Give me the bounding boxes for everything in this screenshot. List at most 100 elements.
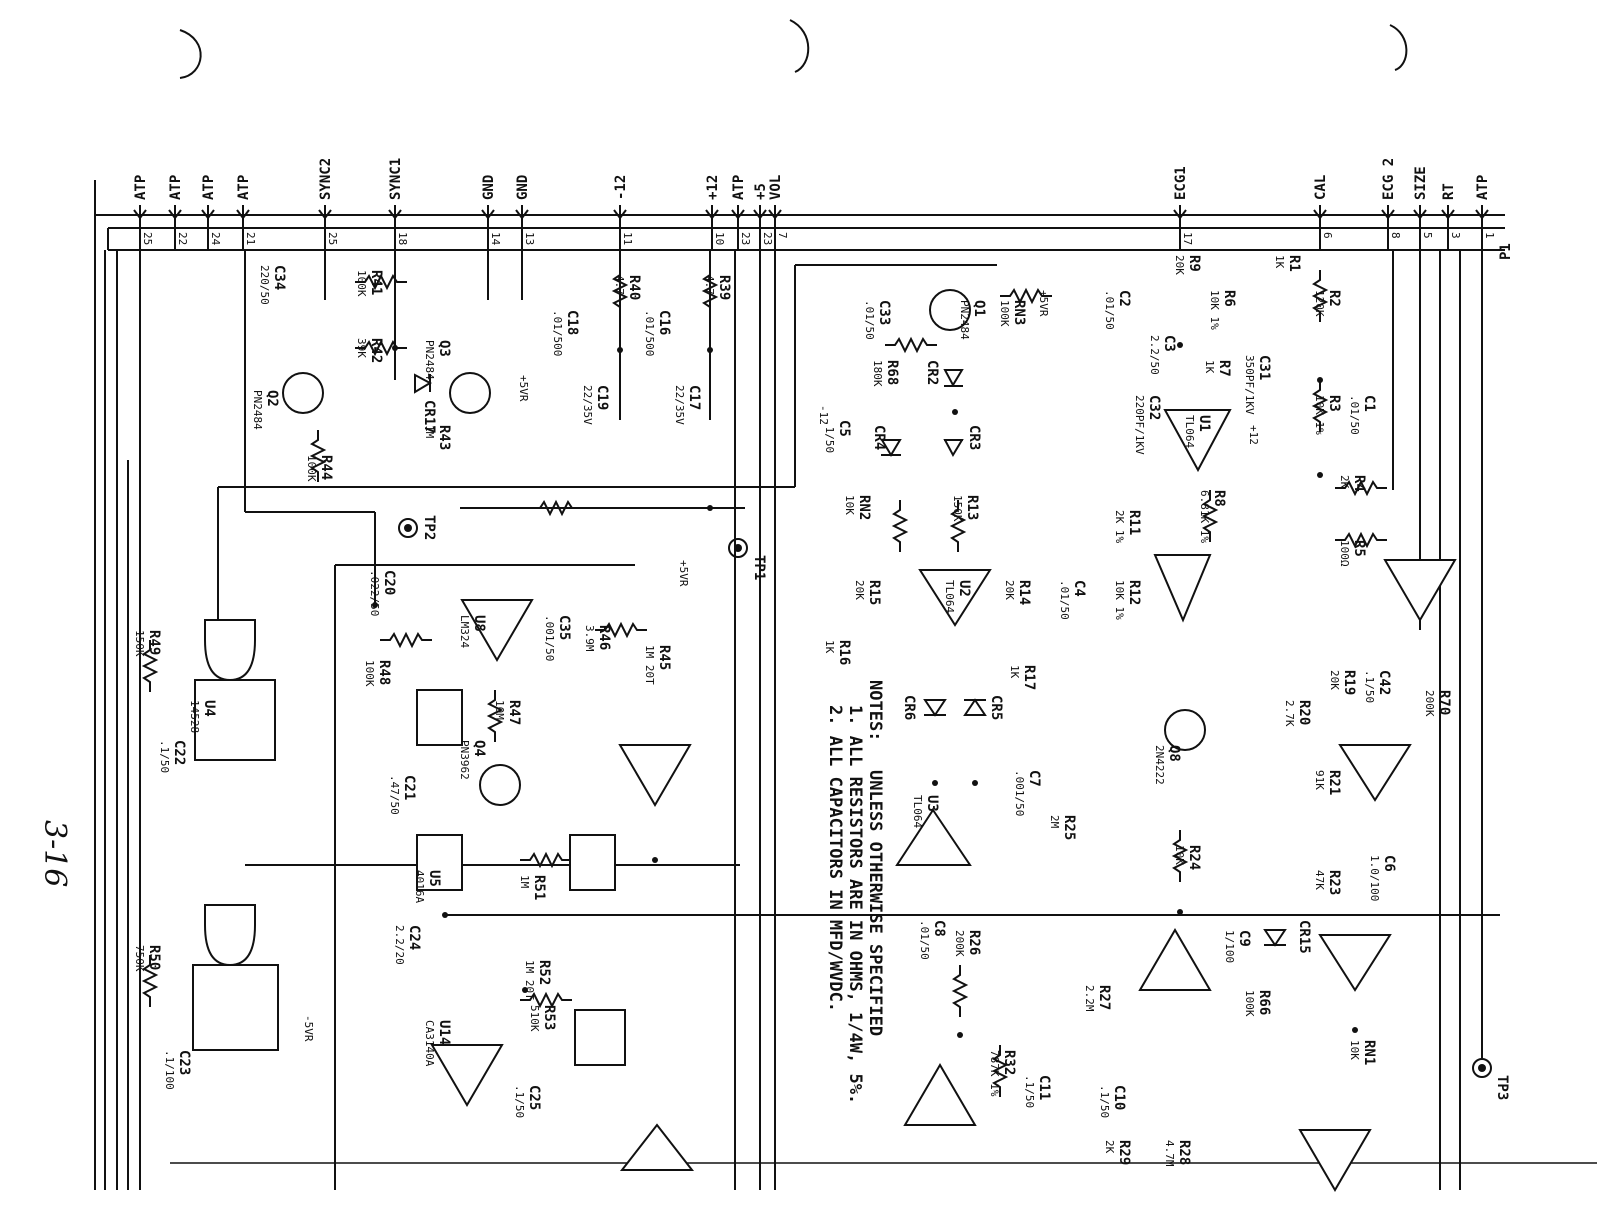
notes-block: NOTES: UNLESS OTHERWISE SPECIFIED 1. ALL… [825, 680, 885, 1104]
component-value: 100K [305, 455, 318, 482]
component-value: 3.9M [583, 625, 596, 652]
tp3-label: TP3 [1494, 1075, 1510, 1100]
pin-number-label: 17 [1181, 232, 1194, 245]
pin-signal-label: ATP [133, 175, 149, 200]
component-ref: R44 [318, 455, 334, 480]
plus5vr-label-2: +5VR [517, 375, 530, 402]
pin-chevron-icon [388, 209, 402, 220]
u2d-opamp [1298, 1129, 1372, 1192]
component-value: .01/500 [643, 310, 656, 356]
pin-chevron-icon [731, 209, 745, 220]
component-value: 1M 20T [523, 960, 536, 1000]
component-label: C25.1/50 [513, 1085, 542, 1118]
component-value: 100Ω [1338, 540, 1351, 567]
component-ref: C16 [656, 310, 672, 335]
connector-p1: P1 [95, 214, 1514, 260]
u2c-opamp [1138, 928, 1212, 991]
notes-line3: 2. ALL CAPACITORS IN MFD/WVDC. [825, 705, 845, 1012]
op-amps [430, 409, 1457, 1192]
logic-gates [204, 619, 256, 967]
component-value: .01/50 [918, 920, 931, 960]
pin-number-label: 1 [1483, 232, 1496, 239]
pin-chevron-icon [133, 209, 147, 220]
component-value: 2K 1% [1113, 510, 1126, 543]
component-label: C16.01/500 [643, 310, 672, 356]
component-ref: R15 [866, 580, 882, 605]
component-value: 100K [355, 270, 368, 297]
component-ref: C9 [1236, 930, 1252, 947]
component-value: 6.81K 1% [1198, 490, 1211, 543]
component-ref: R47 [506, 700, 522, 725]
u8-opamp [460, 599, 534, 662]
component-value: 750K [133, 945, 146, 972]
pin-number-label: 7 [776, 232, 789, 239]
component-ref: R28 [1176, 1140, 1192, 1165]
connector-pin: +523 [753, 183, 774, 250]
plus5vr-label-1: +5VR [1037, 290, 1050, 317]
component-value: 1.0/100 [1368, 855, 1381, 901]
pin-signal-label: ATP [168, 175, 184, 200]
component-ref: U5 [426, 870, 442, 887]
component-ref: C19 [594, 385, 610, 410]
pin-signal-label: RT [1441, 183, 1457, 200]
component-value: 2.2/20 [393, 925, 406, 965]
component-ref: R8 [1211, 490, 1227, 507]
pin-signal-label: CAL [1313, 175, 1329, 200]
component-value: PN2484 [423, 340, 436, 380]
pin-chevron-icon [1313, 209, 1327, 220]
left-bus [94, 180, 1597, 1190]
component-ref: R50 [146, 945, 162, 970]
component-value: 1M [518, 875, 531, 889]
pin-chevron-icon [753, 209, 767, 220]
q2-transistor [282, 372, 324, 414]
component-ref: R17 [1021, 665, 1037, 690]
component-value: .001/50 [543, 615, 556, 661]
component-ref: C5 [836, 420, 852, 437]
component-value: PN2484 [958, 300, 971, 340]
component-ref: R70 [1436, 690, 1452, 715]
component-ref: R16 [836, 640, 852, 665]
plus12-label: +12 [1247, 425, 1260, 445]
pin-number-label: 8 [1389, 232, 1402, 239]
component-label: C22.1/50 [158, 740, 187, 773]
component-ref: C8 [931, 920, 947, 937]
component-ref: C6 [1381, 855, 1397, 872]
component-label: CR4 [871, 425, 887, 450]
pin-number-label: 25 [141, 232, 154, 245]
q3-transistor [449, 372, 491, 414]
component-label: C35.001/50 [543, 615, 572, 661]
u1-opamp [1163, 409, 1232, 473]
component-value: 4016A [413, 870, 426, 903]
component-ref: R14 [1016, 580, 1032, 605]
component-value: .1/50 [158, 740, 171, 773]
pin-signal-label: ECG 2 [1381, 158, 1397, 200]
component-ref: C42 [1376, 670, 1392, 695]
component-label: C91/100 [1223, 930, 1252, 963]
component-ref: C32 [1146, 395, 1162, 420]
component-ref: R27 [1096, 985, 1112, 1010]
pin-signal-label: GND [515, 175, 531, 200]
component-value: .001/50 [1013, 770, 1026, 816]
component-value: 787K 1% [988, 1050, 1001, 1097]
component-value: 10K [1348, 1040, 1361, 1060]
